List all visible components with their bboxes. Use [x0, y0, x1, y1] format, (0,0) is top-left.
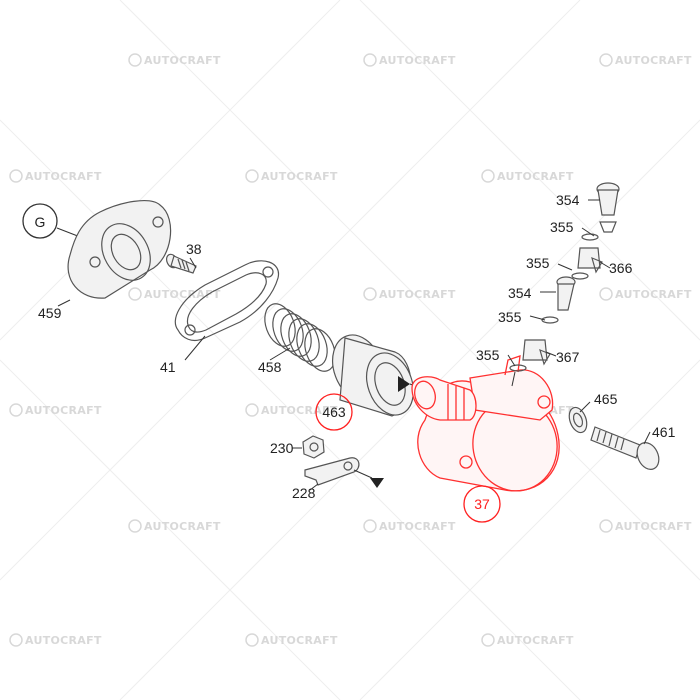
part-463-tappet[interactable]	[324, 328, 426, 422]
label-463-callout[interactable]: 463	[315, 393, 353, 431]
label-367: 367	[556, 349, 580, 365]
valve-stack-lower[interactable]	[509, 276, 576, 387]
svg-text:G: G	[35, 214, 46, 230]
label-37-callout[interactable]: 37	[463, 485, 501, 523]
label-355: 355	[526, 255, 550, 271]
label-465: 465	[594, 391, 618, 407]
label-228: 228	[292, 485, 316, 501]
watermark: AUTOCRAFT	[599, 287, 692, 301]
svg-text:AUTOCRAFT: AUTOCRAFT	[261, 170, 338, 183]
watermark: AUTOCRAFT	[481, 169, 574, 183]
watermark: AUTOCRAFT	[363, 287, 456, 301]
label-459: 459	[38, 305, 62, 321]
leader-lines	[57, 199, 651, 491]
watermark: AUTOCRAFT	[245, 403, 338, 417]
svg-text:AUTOCRAFT: AUTOCRAFT	[615, 54, 692, 67]
svg-text:AUTOCRAFT: AUTOCRAFT	[497, 634, 574, 647]
watermark: AUTOCRAFT	[363, 519, 456, 533]
label-355: 355	[550, 219, 574, 235]
svg-text:AUTOCRAFT: AUTOCRAFT	[144, 520, 221, 533]
watermark: AUTOCRAFT	[363, 53, 456, 67]
svg-text:AUTOCRAFT: AUTOCRAFT	[615, 520, 692, 533]
label-355: 355	[476, 347, 500, 363]
watermarks: AUTOCRAFT AUTOCRAFT AUTOCRAFT AUTOCRAFT …	[9, 53, 692, 647]
svg-text:463: 463	[322, 404, 346, 420]
label-230: 230	[270, 440, 294, 456]
svg-text:AUTOCRAFT: AUTOCRAFT	[497, 170, 574, 183]
watermark: AUTOCRAFT	[599, 519, 692, 533]
watermark: AUTOCRAFT	[245, 169, 338, 183]
watermark: AUTOCRAFT	[128, 519, 221, 533]
label-355: 355	[498, 309, 522, 325]
part-465-washer[interactable]	[566, 405, 590, 435]
part-461-bolt[interactable]	[590, 426, 663, 473]
label-354: 354	[556, 192, 580, 208]
svg-text:AUTOCRAFT: AUTOCRAFT	[379, 520, 456, 533]
svg-text:37: 37	[474, 496, 490, 512]
watermark: AUTOCRAFT	[128, 53, 221, 67]
svg-text:AUTOCRAFT: AUTOCRAFT	[379, 54, 456, 67]
svg-text:AUTOCRAFT: AUTOCRAFT	[261, 634, 338, 647]
part-labels: 459 38 41 458 463 230 228 37 354 355 366…	[38, 192, 676, 523]
watermark: AUTOCRAFT	[599, 53, 692, 67]
watermark: AUTOCRAFT	[245, 633, 338, 647]
svg-text:AUTOCRAFT: AUTOCRAFT	[261, 404, 338, 417]
label-38: 38	[186, 241, 202, 257]
watermark: AUTOCRAFT	[9, 169, 102, 183]
valve-stack-upper[interactable]	[571, 182, 620, 280]
part-230-nut[interactable]	[302, 435, 325, 459]
label-366: 366	[609, 260, 633, 276]
watermark: AUTOCRAFT	[481, 633, 574, 647]
svg-text:AUTOCRAFT: AUTOCRAFT	[25, 170, 102, 183]
svg-text:AUTOCRAFT: AUTOCRAFT	[379, 288, 456, 301]
label-354: 354	[508, 285, 532, 301]
svg-text:AUTOCRAFT: AUTOCRAFT	[144, 54, 221, 67]
part-41-gasket[interactable]	[174, 260, 280, 342]
part-458-spring[interactable]	[259, 300, 340, 376]
watermark: AUTOCRAFT	[128, 287, 221, 301]
part-228-bracket[interactable]	[304, 457, 384, 488]
watermark: AUTOCRAFT	[9, 633, 102, 647]
svg-text:AUTOCRAFT: AUTOCRAFT	[25, 404, 102, 417]
part-38-screw[interactable]	[165, 253, 197, 274]
label-458: 458	[258, 359, 282, 375]
svg-text:AUTOCRAFT: AUTOCRAFT	[615, 288, 692, 301]
group-label-g: G	[22, 203, 89, 241]
label-41: 41	[160, 359, 176, 375]
watermark: AUTOCRAFT	[9, 403, 102, 417]
label-461: 461	[652, 424, 676, 440]
part-37-pump-body[interactable]	[411, 355, 565, 498]
svg-text:AUTOCRAFT: AUTOCRAFT	[25, 634, 102, 647]
part-459-flange[interactable]	[67, 199, 172, 299]
svg-text:AUTOCRAFT: AUTOCRAFT	[144, 288, 221, 301]
